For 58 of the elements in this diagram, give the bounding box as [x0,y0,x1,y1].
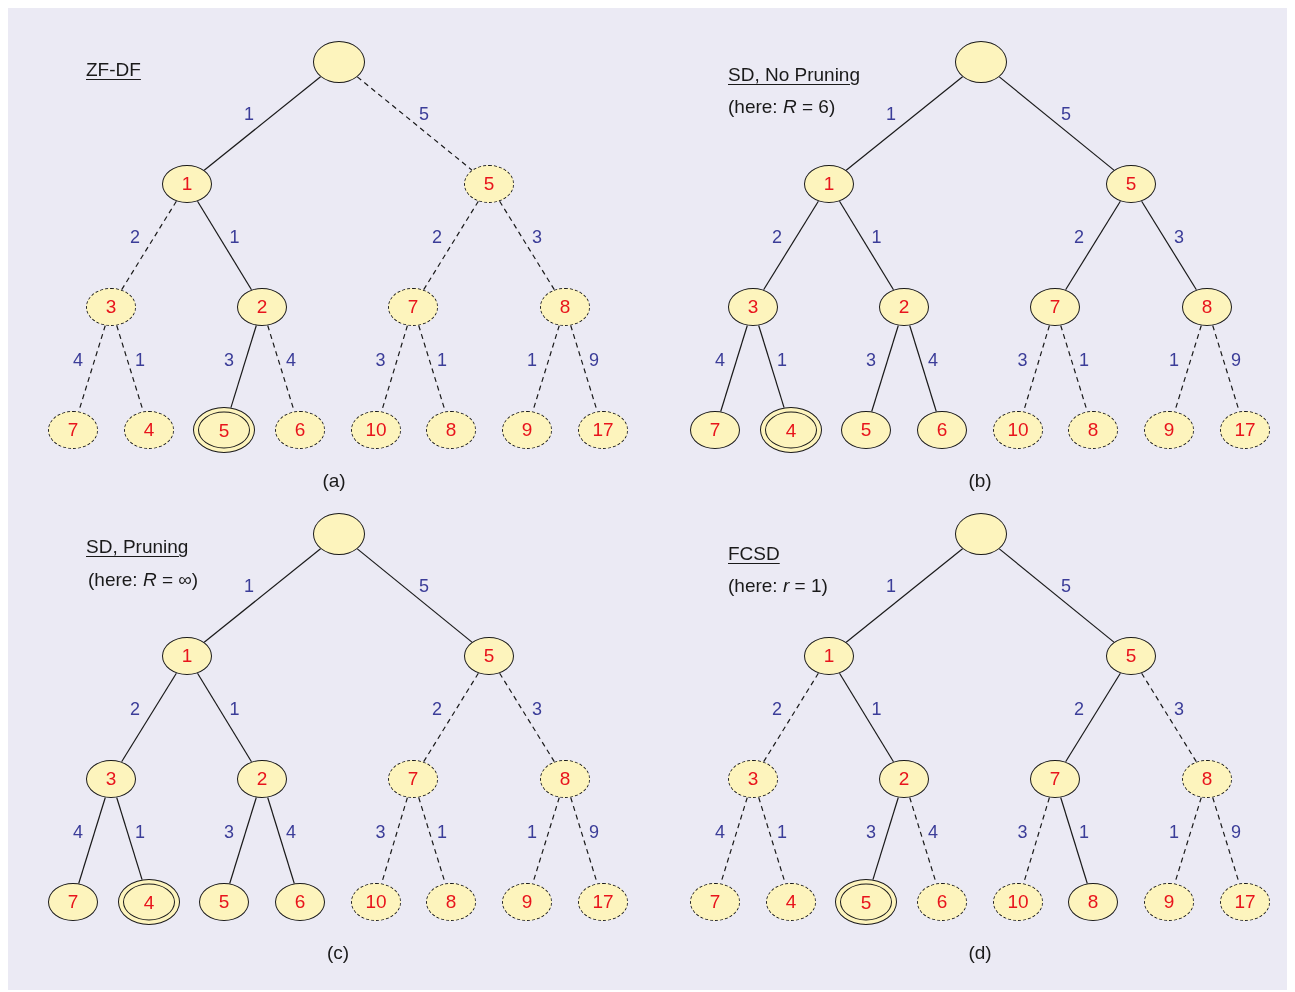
tree-edge [845,76,964,171]
tree-node: 5 [840,883,892,921]
tree-edge [203,76,322,171]
edge-label: 5 [418,105,430,123]
tree-edge [121,200,177,291]
tree-node: 4 [123,883,175,921]
tree-edge [1065,200,1121,291]
tree-edge [230,324,257,409]
edge-label: 5 [1060,577,1072,595]
tree-edge [356,76,473,171]
tree-edge [423,200,479,291]
panel-title: FCSD [728,543,780,565]
tree-edge [499,672,555,763]
tree-node: 5 [198,411,250,449]
tree-edge [845,548,964,643]
tree-edge [267,796,295,885]
tree-edge [1141,200,1197,291]
tree-edge [1141,672,1197,763]
tree-edge [872,796,899,881]
tree-edge [229,796,257,885]
tree-edge [196,200,253,291]
edge-label: 5 [418,577,430,595]
tree-edge [909,324,937,413]
edge-label: 1 [885,105,897,123]
tree-edge [116,796,143,881]
panel-title: SD, Pruning [86,536,189,558]
tree-edge [871,324,899,413]
tree-edge [1060,796,1088,885]
tree-edge [763,672,819,763]
panel-caption: (a) [322,470,346,492]
tree-edge [121,672,177,763]
tree-edge [203,548,322,643]
tree-edge [720,324,748,413]
tree-edge [196,672,253,763]
edge-label: 1 [885,577,897,595]
edge-label: 1 [243,105,255,123]
panel-title: ZF-DF [86,59,141,81]
edge-label: 1 [243,577,255,595]
tree-node: 4 [765,411,817,449]
tree-edge [763,200,819,291]
tree-edge [998,548,1115,643]
tree-edge [423,672,479,763]
panel-note: (here: r = 1) [728,575,828,597]
panel-caption: (d) [968,942,992,964]
panel-title: SD, No Pruning [728,64,860,86]
tree-edge [758,324,785,409]
tree-edge [1065,672,1121,763]
panel-caption: (c) [326,942,350,964]
tree-edge [356,548,473,643]
tree-edge [499,200,555,291]
panel-note: (here: R = ∞) [88,569,199,591]
tree-edge [998,76,1115,171]
edge-label: 5 [1060,105,1072,123]
tree-edge [78,796,106,885]
panel-caption: (b) [968,470,992,492]
panel-note: (here: R = 6) [728,96,836,118]
tree-edge [838,200,895,291]
tree-edge [838,672,895,763]
